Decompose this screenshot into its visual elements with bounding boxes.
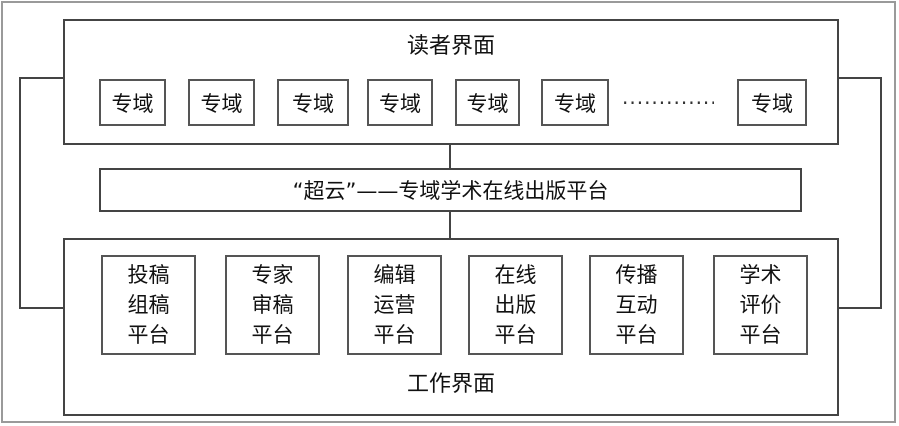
domain-box: 专域 <box>277 79 349 126</box>
right-connector-vertical <box>880 77 882 309</box>
domain-label: 专域 <box>292 91 334 116</box>
platform-line: 平台 <box>251 323 294 347</box>
ellipsis-dots: ·············· <box>622 91 714 115</box>
platform-line: 审稿 <box>251 293 294 317</box>
platform-box: 编辑 运营 平台 <box>347 255 442 355</box>
left-connector-top <box>19 77 64 79</box>
domain-label: 专域 <box>111 91 154 116</box>
platform-box: 学术 评价 平台 <box>713 255 808 355</box>
domain-label: 专域 <box>554 91 596 116</box>
platform-line: 平台 <box>494 323 537 347</box>
right-connector-bottom <box>837 307 882 309</box>
platform-box: 投稿 组稿 平台 <box>101 255 196 355</box>
platform-box: 专家 审稿 平台 <box>225 255 320 355</box>
platform-line: 评价 <box>739 293 782 317</box>
left-connector-vertical <box>19 77 21 309</box>
domain-box: 专域 <box>541 79 609 126</box>
center-connector-upper <box>449 143 451 169</box>
platform-box: 传播 互动 平台 <box>589 255 684 355</box>
central-platform-title: “超云”——专域学术在线出版平台 <box>292 179 609 203</box>
platform-line: 平台 <box>127 323 170 347</box>
domain-box: 专域 <box>99 79 166 126</box>
domain-box: 专域 <box>455 79 520 126</box>
platform-line: 在线 <box>494 263 537 287</box>
central-platform-box: “超云”——专域学术在线出版平台 <box>99 168 802 212</box>
platform-line: 学术 <box>739 263 782 287</box>
platform-line: 投稿 <box>127 263 170 287</box>
domain-box: 专域 <box>367 79 433 126</box>
domain-box: 专域 <box>737 79 807 126</box>
right-connector-top <box>837 77 882 79</box>
platform-line: 运营 <box>373 293 416 317</box>
platform-line: 编辑 <box>373 263 416 287</box>
platform-line: 传播 <box>615 263 658 287</box>
work-interface-title: 工作界面 <box>406 372 495 397</box>
domain-box: 专域 <box>188 79 255 126</box>
domain-label: 专域 <box>200 91 243 116</box>
platform-line: 专家 <box>251 263 294 287</box>
platform-line: 出版 <box>494 293 537 317</box>
center-connector-lower <box>449 211 451 240</box>
platform-line: 互动 <box>615 293 658 317</box>
reader-interface-title: 读者界面 <box>406 34 495 59</box>
platform-line: 平台 <box>739 323 782 347</box>
domain-label: 专域 <box>466 91 509 116</box>
platform-line: 平台 <box>615 323 658 347</box>
platform-box: 在线 出版 平台 <box>468 255 563 355</box>
left-connector-bottom <box>19 307 64 309</box>
domain-label: 专域 <box>751 91 793 116</box>
domain-label: 专域 <box>379 91 421 116</box>
platform-line: 组稿 <box>127 293 170 317</box>
reader-interface-box: 读者界面 <box>63 19 839 145</box>
platform-line: 平台 <box>373 323 416 347</box>
